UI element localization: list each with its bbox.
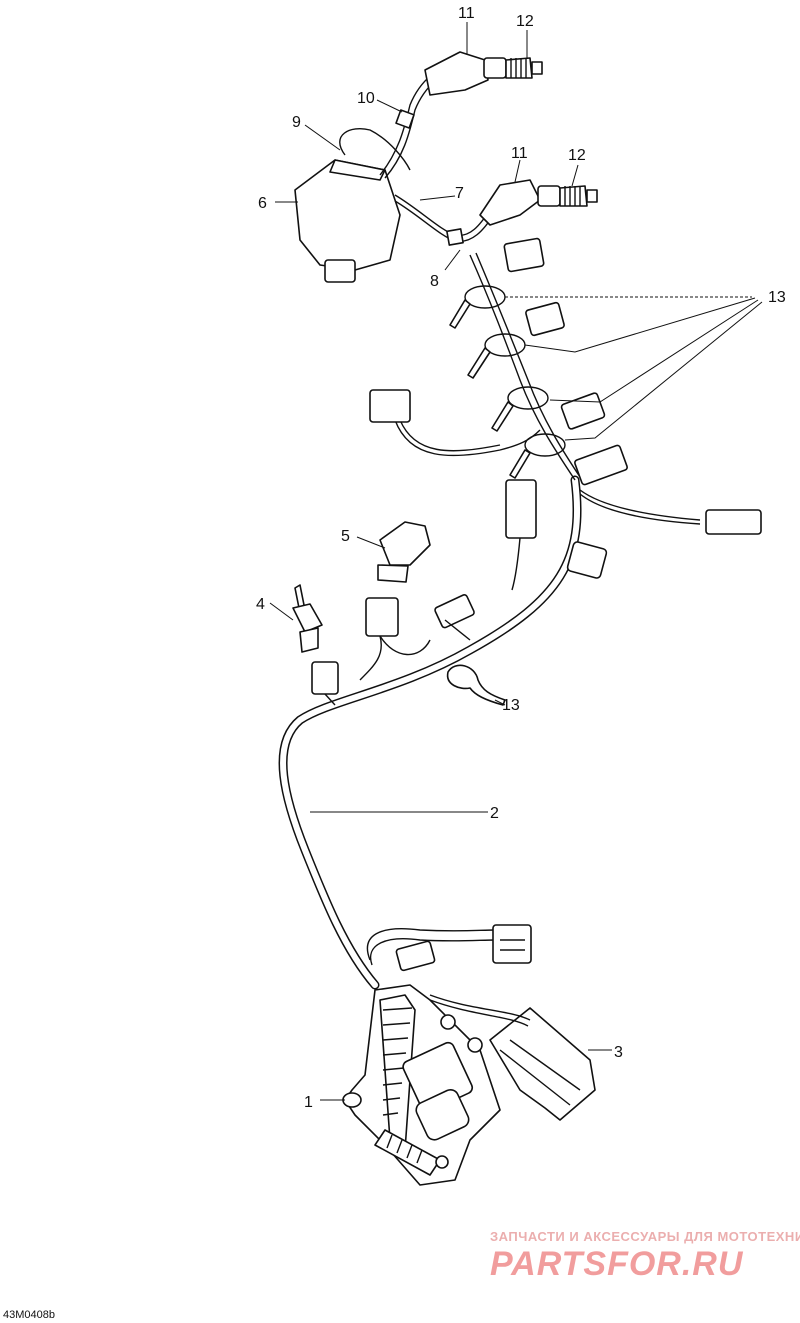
sensor-plug-5 bbox=[359, 597, 431, 681]
left-loop-connector bbox=[369, 389, 541, 457]
small-connector-mid bbox=[434, 594, 475, 641]
callout-9: 9 bbox=[292, 114, 301, 131]
callout-2: 2 bbox=[490, 805, 499, 822]
pressure-sensor bbox=[377, 521, 431, 583]
ignition-cable-lower bbox=[394, 194, 495, 246]
callout-8: 8 bbox=[430, 273, 439, 290]
callout-13-group: 13 bbox=[768, 289, 786, 306]
callout-12-lower: 12 bbox=[568, 147, 586, 164]
callout-10: 10 bbox=[357, 90, 375, 107]
temperature-sensor bbox=[292, 584, 323, 653]
right-branch-connectors bbox=[503, 237, 762, 591]
ecu-connector bbox=[429, 994, 596, 1121]
spark-plug-boot-lower bbox=[479, 179, 541, 226]
callout-6: 6 bbox=[258, 195, 267, 212]
callout-4: 4 bbox=[256, 596, 265, 613]
sensor-plug-4 bbox=[311, 661, 339, 706]
diagnostic-connector bbox=[366, 924, 532, 972]
ecu-module bbox=[342, 984, 501, 1186]
spark-plug-boot-upper bbox=[424, 51, 489, 96]
callout-11-lower: 11 bbox=[511, 145, 528, 162]
callout-12-upper: 12 bbox=[516, 13, 534, 30]
figure-code: 43M0408b bbox=[3, 1309, 55, 1321]
spark-plug-lower bbox=[537, 185, 598, 207]
callout-7: 7 bbox=[455, 185, 464, 202]
callout-labels: 1 2 3 4 5 6 7 8 9 10 11 12 11 12 13 13 bbox=[256, 5, 786, 1111]
main-wiring-harness bbox=[278, 252, 583, 990]
cable-ties bbox=[446, 285, 566, 706]
leader-lines bbox=[269, 22, 763, 1101]
watermark: ЗАПЧАСТИ И АКСЕССУАРЫ ДЛЯ МОТОТЕХНИКИ PA… bbox=[490, 1229, 800, 1283]
callout-3: 3 bbox=[614, 1044, 623, 1061]
callout-13-single: 13 bbox=[502, 697, 520, 714]
callout-5: 5 bbox=[341, 528, 350, 545]
ignition-coil bbox=[294, 159, 401, 283]
watermark-brand: PARTSFOR.RU bbox=[490, 1245, 744, 1283]
watermark-subtitle: ЗАПЧАСТИ И АКСЕССУАРЫ ДЛЯ МОТОТЕХНИКИ bbox=[490, 1229, 800, 1244]
spark-plug-upper bbox=[483, 57, 543, 79]
callout-11-upper: 11 bbox=[458, 5, 475, 22]
callout-1: 1 bbox=[304, 1094, 313, 1111]
